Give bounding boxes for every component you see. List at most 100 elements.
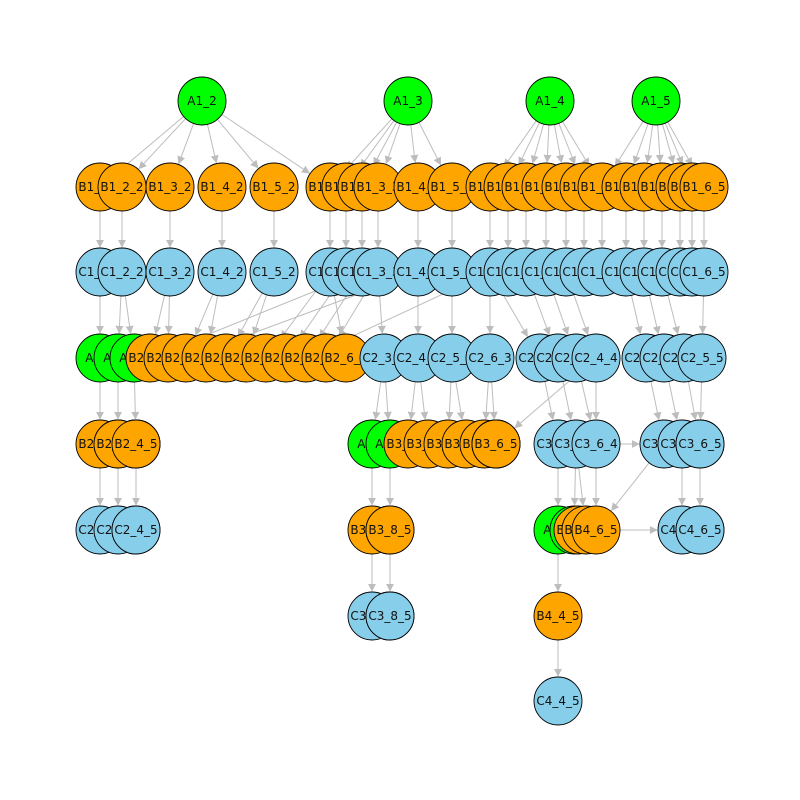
edge-C1_1_3-B2_6_3 <box>333 295 345 335</box>
node-B1_6_5[interactable]: B1_6_5 <box>679 162 729 212</box>
node-C2_6_3[interactable]: C2_6_3 <box>465 333 515 383</box>
node-C2_4_5[interactable]: C2_4_5 <box>111 505 161 555</box>
node-B1_3_3[interactable]: B1_3_3 <box>353 162 403 212</box>
node-A1_5[interactable]: A1_5 <box>631 76 681 126</box>
node-label: B2_4_5 <box>114 437 157 451</box>
node-label: C1_3_3 <box>356 265 399 279</box>
node-circle <box>249 162 299 212</box>
edge-C1_3_3-B2_5_3 <box>338 292 367 338</box>
edge-A1_5-B1_3_5 <box>655 124 664 163</box>
node-label: B1_5_3 <box>430 180 473 194</box>
edge-C1_1_3-B2_2_3 <box>280 290 317 339</box>
node-A1_3[interactable]: A1_3 <box>383 76 433 126</box>
edge-A1_5-B1_4_5 <box>661 123 676 164</box>
node-label: C2_4_5 <box>114 523 157 537</box>
node-C1_4_2[interactable]: C1_4_2 <box>197 247 247 297</box>
node-C3_6_5[interactable]: C3_6_5 <box>675 419 725 469</box>
edge-C3_4_4-A4_5 <box>570 467 579 506</box>
node-B3_8_5[interactable]: B3_8_5 <box>365 505 415 555</box>
node-circle <box>145 247 195 297</box>
node-C2_5_5[interactable]: C2_5_5 <box>677 333 727 383</box>
edge-A1_3-B1_6_3 <box>360 120 395 168</box>
edge-C3_4_4-B4_5_4 <box>578 467 587 506</box>
node-circle <box>383 76 433 126</box>
node-circle <box>571 333 621 383</box>
edge-C1_4_4-C2_4_4 <box>573 294 590 336</box>
edge-C1_6_3-B2_3_3 <box>299 291 333 339</box>
edge-A1_3-B1_2_3 <box>373 121 398 166</box>
edge-C1_4_2-B2_3_2 <box>194 293 214 336</box>
node-circle <box>571 419 621 469</box>
node-label: B1_6_5 <box>682 180 725 194</box>
node-B1_5_2[interactable]: B1_5_2 <box>249 162 299 212</box>
edge-C2_3_5-C3_5_5 <box>687 381 699 421</box>
node-C3_6_4[interactable]: C3_6_4 <box>571 419 621 469</box>
node-label: C1_5_3 <box>430 265 473 279</box>
node-circle <box>675 419 725 469</box>
node-circle <box>177 76 227 126</box>
edge-C2_3_4-C3_6_4 <box>580 381 593 421</box>
edge-A1_4-B1_1_4 <box>503 120 537 168</box>
edge-C1_2_2-A2_5 <box>124 295 134 335</box>
node-B4_6_5[interactable]: B4_6_5 <box>571 505 621 555</box>
node-circle <box>145 162 195 212</box>
node-C1_5_2[interactable]: C1_5_2 <box>249 247 299 297</box>
node-label: C2_4_4 <box>574 351 617 365</box>
node-B4_4_5[interactable]: B4_4_5 <box>533 591 583 641</box>
node-C1_3_3[interactable]: C1_3_3 <box>353 247 403 297</box>
node-B2_6_3[interactable]: B2_6_3 <box>321 333 371 383</box>
node-C4_6_5[interactable]: C4_6_5 <box>675 505 725 555</box>
edge-A1_5-B1_2_5 <box>644 124 654 164</box>
edge-C2_6_3-B3_3_4 <box>482 381 491 420</box>
edge-A1_3-B1_5_3 <box>418 122 442 166</box>
node-label: A1_2 <box>187 94 216 108</box>
node-B2_4_5[interactable]: B2_4_5 <box>111 419 161 469</box>
node-C4_4_5[interactable]: C4_4_5 <box>533 676 583 726</box>
edge-C1_3_5-C2_3_5 <box>667 295 680 335</box>
edge-A1_2-B1_1_2 <box>118 116 184 172</box>
node-C3_8_5[interactable]: C3_8_5 <box>365 591 415 641</box>
node-C2_5_3[interactable]: C2_5_3 <box>427 333 477 383</box>
edge-C1_6_5-C2_5_5 <box>698 295 707 334</box>
node-C1_2_2[interactable]: C1_2_2 <box>97 247 147 297</box>
node-circle <box>679 247 729 297</box>
node-circle <box>679 162 729 212</box>
edge-A1_4-B1_7_4 <box>561 121 590 167</box>
edge-C2_2_4-C3_4_4 <box>562 381 574 421</box>
node-B1_2_2[interactable]: B1_2_2 <box>97 162 147 212</box>
edge-A1_5-B1_6_5 <box>667 121 693 166</box>
node-B3_6_5[interactable]: B3_6_5 <box>471 419 521 469</box>
edge-A1_5-B1_7_4 <box>614 121 644 167</box>
node-C1_6_5[interactable]: C1_6_5 <box>679 247 729 297</box>
edge-A1_3-B1_3_3 <box>384 123 401 165</box>
node-circle <box>675 505 725 555</box>
node-B1_5_3[interactable]: B1_5_3 <box>427 162 477 212</box>
node-label: B1_3_2 <box>148 180 191 194</box>
node-label: C2_6_3 <box>468 351 511 365</box>
node-circle <box>465 333 515 383</box>
node-C2_4_4[interactable]: C2_4_4 <box>571 333 621 383</box>
edge-C3_1_5-B4_6_5 <box>611 462 650 512</box>
node-B1_4_2[interactable]: B1_4_2 <box>197 162 247 212</box>
edge-A1_5-B1_1_5 <box>632 123 649 165</box>
node-label: C1_3_2 <box>148 265 191 279</box>
node-circle <box>111 505 161 555</box>
node-B1_3_2[interactable]: B1_3_2 <box>145 162 195 212</box>
edge-C2_5_3-B3_6_3 <box>455 381 465 421</box>
node-label: C1_5_2 <box>252 265 295 279</box>
edge-A1_3-B1_1_3 <box>346 118 393 170</box>
node-label: B3_6_5 <box>474 437 517 451</box>
node-circle <box>525 76 575 126</box>
edge-A1_2-B1_1_3 <box>221 113 310 174</box>
node-A1_2[interactable]: A1_2 <box>177 76 227 126</box>
edge-C1_5_2-B2_1_3 <box>252 294 268 335</box>
node-C1_5_3[interactable]: C1_5_3 <box>427 247 477 297</box>
node-C1_3_2[interactable]: C1_3_2 <box>145 247 195 297</box>
edge-A1_4-B1_3_4 <box>543 124 552 163</box>
edge-C2_2_5-C3_4_5 <box>668 381 680 421</box>
edge-C1_3_2-B2_2_2 <box>164 295 173 334</box>
edge-C2_4_3-B3_4_3 <box>420 381 429 420</box>
edge-C1_5_2-B2_5_2 <box>237 292 263 337</box>
node-A1_4[interactable]: A1_4 <box>525 76 575 126</box>
